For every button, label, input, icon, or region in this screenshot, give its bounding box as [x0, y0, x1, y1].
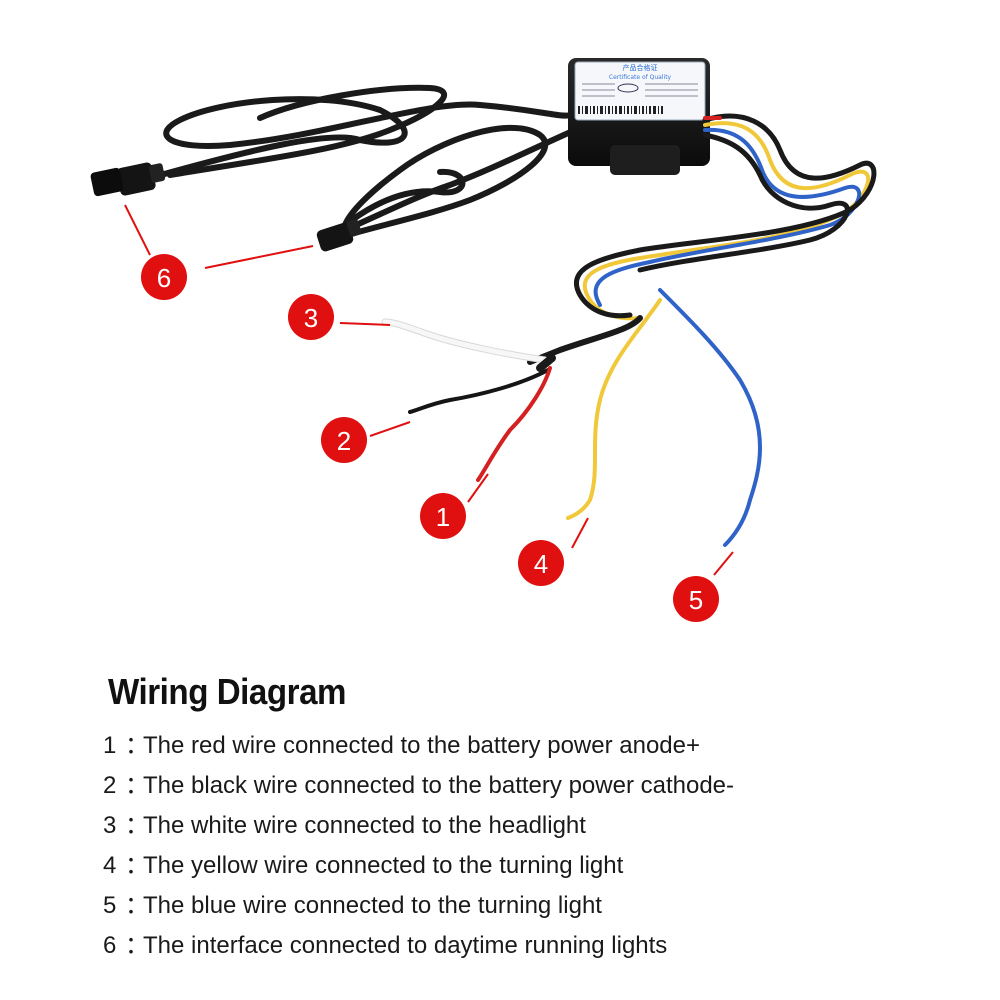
callout-circle: [673, 576, 719, 622]
control-module: 产品合格证 Certificate of Quality: [568, 58, 710, 175]
callout-6: 6: [141, 254, 187, 300]
callout-5: 5: [673, 576, 719, 622]
legend-list: 1：The red wire connected to the battery …: [103, 726, 983, 966]
callout-circle: [288, 294, 334, 340]
legend-item-number: 1: [103, 732, 117, 759]
dc-female-connector-left: [90, 162, 166, 197]
legend-item: 5 ：The blue wire connected to the turning…: [103, 886, 983, 926]
callout-4: 4: [518, 540, 564, 586]
callout-number: 5: [689, 585, 703, 615]
black-cable-loops: [147, 84, 578, 243]
dc-male-connector-right: [316, 219, 362, 252]
callout-number: 1: [436, 502, 450, 532]
legend-item-separator: ：: [125, 812, 149, 839]
leader-lines: [124, 204, 734, 576]
callout-number: 4: [534, 549, 548, 579]
legend-item-separator: ：: [125, 772, 149, 799]
lower-wire-fan: [381, 318, 556, 482]
callout-number: 2: [337, 426, 351, 456]
module-label-line2: Certificate of Quality: [609, 74, 672, 81]
legend-item-text: The yellow wire connected to the turning…: [143, 852, 624, 879]
right-harness: [527, 113, 877, 547]
callout-badges: 1 2 3 4 5 6: [141, 254, 719, 622]
callout-1: 1: [420, 493, 466, 539]
module-label-line1: 产品合格证: [623, 63, 658, 72]
legend-item-text: The interface connected to daytime runni…: [143, 932, 668, 959]
legend-item: 4 ：The yellow wire connected to the turni…: [103, 846, 983, 886]
legend-item-separator: ：: [125, 732, 149, 759]
callout-number: 3: [304, 303, 318, 333]
wiring-legend: Wiring Diagram 1：The red wire connected …: [103, 668, 983, 966]
legend-item-separator: ：: [125, 852, 149, 879]
legend-item-text: The blue wire connected to the turning l…: [143, 892, 602, 919]
callout-circle: [420, 493, 466, 539]
wiring-photo: 产品合格证 Certificate of Quality: [90, 58, 877, 622]
legend-item-number: 4: [103, 852, 117, 879]
callout-number: 6: [157, 263, 171, 293]
legend-item-number: 6: [103, 932, 117, 959]
callout-circle: [141, 254, 187, 300]
legend-item: 6 ：The interface connected to daytime run…: [103, 926, 983, 966]
legend-item-number: 3: [103, 812, 117, 839]
legend-item-text: The red wire connected to the battery po…: [143, 732, 701, 759]
callout-2: 2: [321, 417, 367, 463]
callout-circle: [518, 540, 564, 586]
legend-item-separator: ：: [125, 932, 149, 959]
legend-item-text: The white wire connected to the headligh…: [143, 812, 586, 839]
legend-item-text: The black wire connected to the battery …: [143, 772, 734, 799]
callout-circle: [321, 417, 367, 463]
legend-item-number: 2: [103, 772, 117, 799]
legend-title: Wiring Diagram: [108, 671, 347, 712]
callout-3: 3: [288, 294, 334, 340]
legend-item: 3 ：The white wire connected to the headli…: [103, 806, 983, 846]
legend-item: 2 ：The black wire connected to the batter…: [103, 766, 983, 806]
legend-item-separator: ：: [125, 892, 149, 919]
legend-item-number: 5: [103, 892, 117, 919]
legend-item: 1 ：The red wire connected to the battery …: [103, 726, 983, 766]
